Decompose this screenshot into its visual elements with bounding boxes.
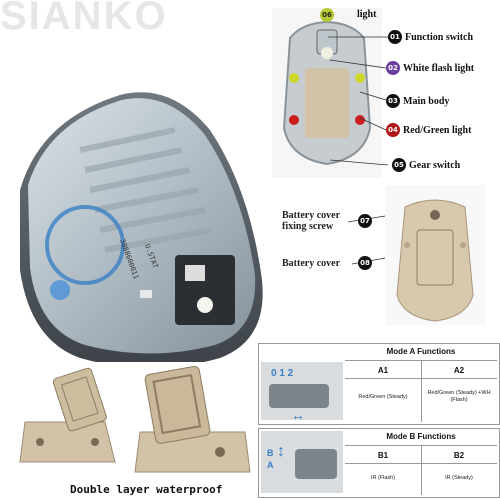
mode-a-switch-digits: 0 1 2 bbox=[271, 368, 294, 379]
callout-04-label: Red/Green light bbox=[403, 125, 472, 136]
callout-01-badge: 01 bbox=[388, 30, 402, 44]
mode-b-title: Mode B Functions bbox=[386, 432, 456, 441]
waterproof-images bbox=[5, 362, 255, 480]
callout-02-label: White flash light bbox=[403, 63, 475, 74]
callout-02-badge: 02 bbox=[386, 61, 400, 75]
brand-logo: SIANKO bbox=[0, 0, 168, 38]
callout-05-label: Gear switch bbox=[409, 160, 461, 171]
callout-03-label: Main body bbox=[403, 96, 450, 107]
mode-a-arrow-icon: ↔ bbox=[291, 407, 305, 423]
mode-a-col2-head: A2 bbox=[453, 366, 465, 375]
callout-03-badge: 03 bbox=[386, 94, 400, 108]
callout-06-label: light bbox=[357, 9, 377, 20]
callout-01-label: Function switch bbox=[405, 32, 474, 43]
mode-b-switch-letters: B A bbox=[267, 448, 274, 470]
callout-06-badge: 06 bbox=[320, 8, 334, 22]
mode-a-switch-image: 0 1 2 ↔ bbox=[261, 362, 343, 423]
mode-b-col1-head: B1 bbox=[377, 451, 389, 460]
mode-a-col2-desc: Red/Green (Steady) +WH (Flash) bbox=[427, 390, 491, 403]
mode-b-switch-image: B A ↕ bbox=[261, 431, 343, 493]
callout-08-label: Battery cover bbox=[282, 258, 341, 269]
callout-08-badge: 08 bbox=[358, 256, 372, 270]
mode-b-panel: B A ↕ Mode B Functions B1 B2 IR (Flash) … bbox=[258, 428, 500, 498]
mode-a-title: Mode A Functions bbox=[386, 347, 456, 356]
callout-07-label: Battery cover fixing screw bbox=[282, 210, 340, 232]
waterproof-caption: Double layer waterproof bbox=[70, 483, 223, 496]
mode-b-col2-head: B2 bbox=[453, 451, 465, 460]
mode-a-panel: 0 1 2 ↔ Mode A Functions A1 A2 Red/Green… bbox=[258, 343, 500, 425]
mode-b-col2-desc: IR (Steady) bbox=[445, 475, 473, 481]
callout-07-badge: 07 bbox=[358, 214, 372, 228]
mode-a-col1-head: A1 bbox=[377, 366, 389, 375]
mode-b-arrow-icon: ↕ bbox=[277, 443, 285, 460]
callout-05-badge: 05 bbox=[392, 158, 406, 172]
battery-cover-image bbox=[385, 185, 485, 325]
callout-04-badge: 04 bbox=[386, 123, 400, 137]
mode-b-col1-desc: IR (Flash) bbox=[370, 475, 396, 481]
product-main-image: 3088600011 U.STAT bbox=[20, 92, 263, 369]
mode-a-col1-desc: Red/Green (Steady) bbox=[358, 394, 408, 400]
